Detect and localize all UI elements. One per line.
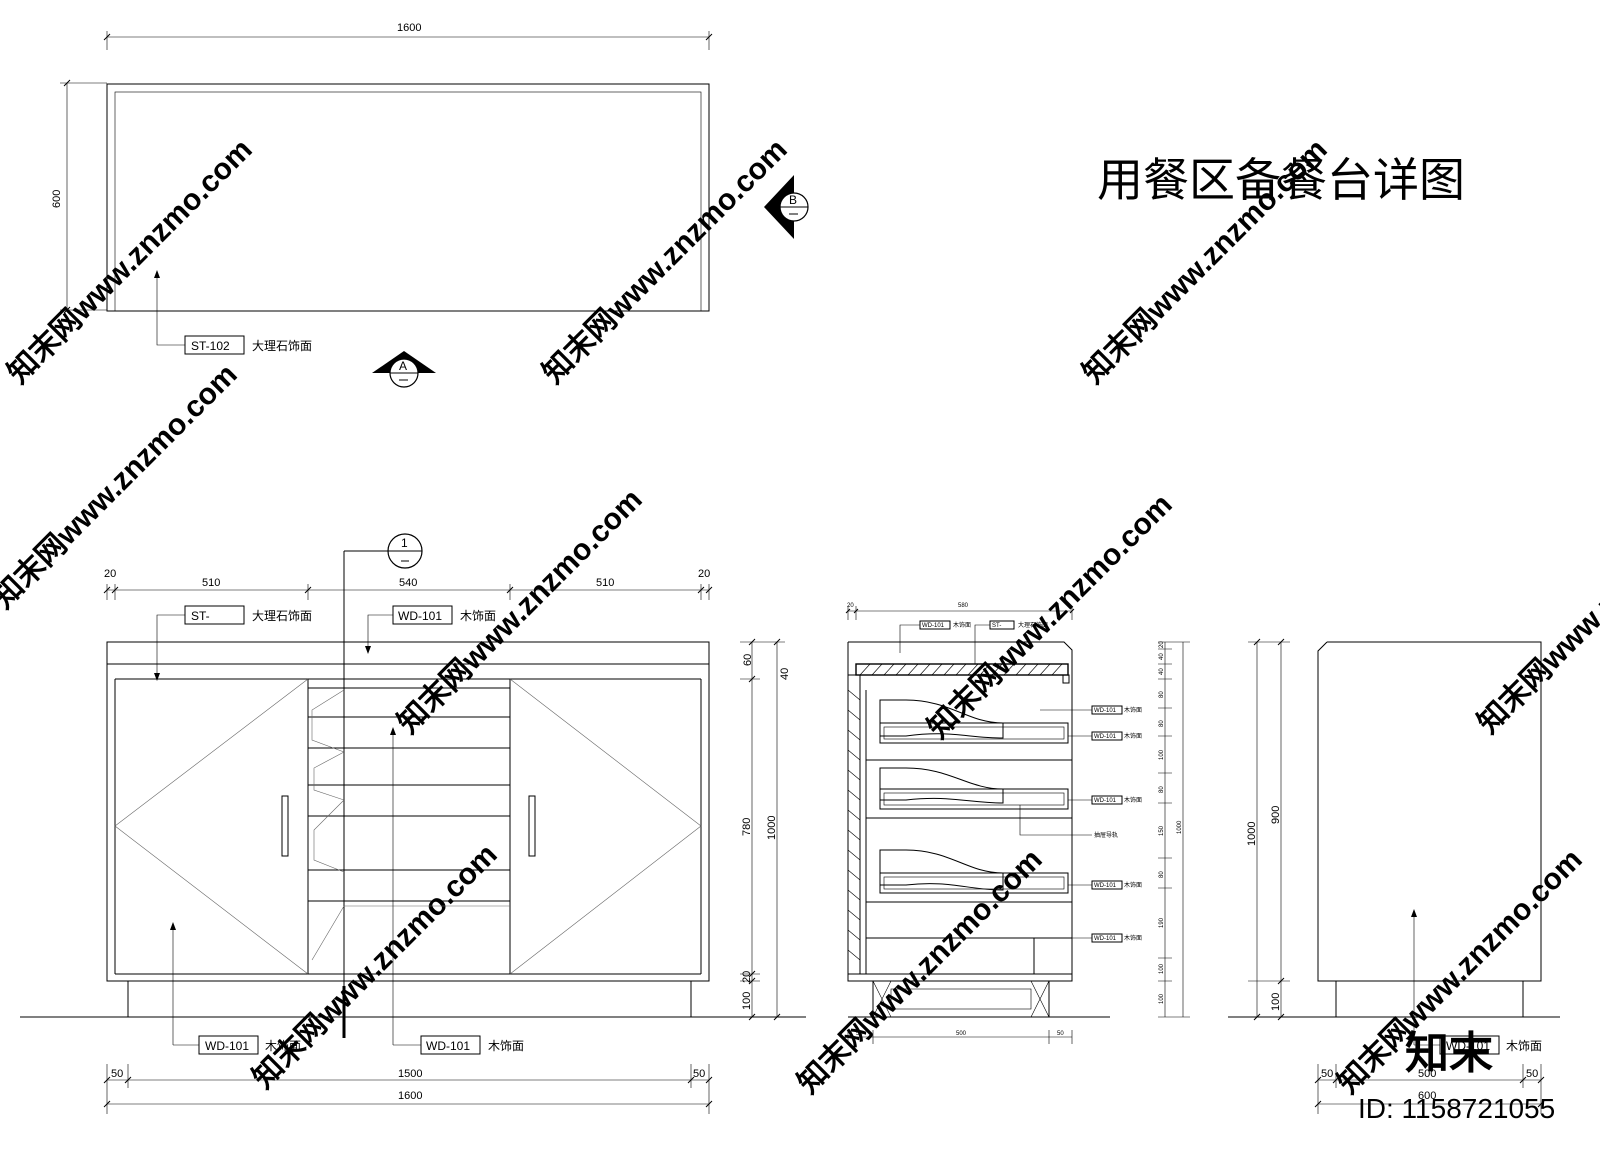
plan-depth-dim: 600 [51,190,63,208]
side-top-label-code: ST- [992,623,1001,629]
front-right-dim: 40 [779,668,791,680]
front-right-dim: 780 [741,818,753,836]
front-top-dim: 510 [202,577,220,589]
front-label-text: 木饰面 [265,1039,301,1053]
side-right-dim: 100 [1159,749,1165,760]
front-bottom-dim: 50 [693,1068,705,1080]
section-mark-b: B [764,175,809,239]
side-right-dim: 80 [1159,786,1165,793]
section-mark-1: 1 [342,533,423,1038]
side-right-label-code: WD-101 [1094,708,1117,714]
watermark-text: 知末网www.znzmo.com [922,488,1179,745]
side-right-label-text: 木饰面 [1124,881,1142,889]
watermark-text: 知末网www.znzmo.com [537,133,794,390]
right-door-handle[interactable] [528,795,536,857]
side-elevation-outline [1317,641,1542,982]
side-elev-bottom-dim: 500 [1418,1068,1436,1080]
side-right-dim: 40 [1159,668,1165,675]
side-right-dim: 1000 [1177,820,1183,834]
side-right-dim: 40 [1159,653,1165,660]
front-top-dim: 510 [596,577,614,589]
plan-material-code: ST-102 [191,339,230,353]
side-elev-bottom-dim: 600 [1418,1090,1436,1102]
side-elev-bottom-dim: 50 [1526,1068,1538,1080]
side-bottom-dim: 500 [956,1031,967,1037]
drawer-3[interactable] [866,849,1072,903]
side-right-dim: 80 [1159,720,1165,727]
front-right-dim: 60 [742,654,754,666]
section-mark-b-letter: B [789,193,797,207]
front-label-code: ST- [191,609,210,623]
drawer-rail-label: 抽屉导轨 [1094,831,1118,839]
side-section: 20 580 WD-101 木饰面 ST- 大理石饰面 [845,603,1190,1044]
front-bottom-dim: 1600 [398,1090,422,1102]
side-elev-label-text: 木饰面 [1506,1039,1542,1053]
watermark-text: 知末网www.znzmo.com [1472,483,1600,740]
side-bottom-dim: 50 [856,1031,863,1037]
side-top-label-text: 大理石饰面 [1018,621,1048,629]
watermark-text: 知末网www.znzmo.com [792,843,1049,1100]
side-right-dim: 190 [1159,917,1165,928]
side-right-label-code: WD-101 [1094,734,1117,740]
watermark-layer: 知末网www.znzmo.com 知末网www.znzmo.com 知末网www… [0,133,1600,1100]
front-right-dim: 20 [741,971,753,983]
front-label-text: 大理石饰面 [252,609,312,623]
front-label-text: 木饰面 [460,609,496,623]
front-label-code: WD-101 [205,1039,249,1053]
plan-material-text: 大理石饰面 [252,339,312,353]
front-label-code: WD-101 [398,609,442,623]
front-top-dim: 540 [399,577,417,589]
side-top-dim: 580 [958,603,969,609]
side-right-dim: 80 [1159,691,1165,698]
side-elev-label-code: WD-101 [1446,1039,1490,1053]
plan-width-dim: 1600 [397,22,421,34]
front-label-code: WD-101 [426,1039,470,1053]
left-door-handle[interactable] [281,795,289,857]
side-right-label-code: WD-101 [1094,883,1117,889]
side-top-dim: 20 [847,603,854,609]
cabinet-outline [106,641,710,982]
front-right-dim: 1000 [766,816,778,840]
front-top-dim: 20 [104,568,116,580]
side-elev-dim: 900 [1270,806,1282,824]
front-right-dim: 100 [741,992,753,1010]
side-bottom-dim: 50 [1057,1031,1064,1037]
section-mark-a: A [372,351,436,388]
side-right-dim: 100 [1159,993,1165,1004]
side-elev-bottom-dim: 50 [1321,1068,1333,1080]
side-right-label-text: 木饰面 [1124,796,1142,804]
side-right-label-code: WD-101 [1094,798,1117,804]
section-mark-1-number: 1 [401,536,408,550]
side-top-label-code: WD-101 [922,623,945,629]
side-right-label-text: 木饰面 [1124,732,1142,740]
side-top-label-text: 木饰面 [953,621,971,629]
brand-id: ID: 1158721055 [1358,1093,1555,1124]
front-bottom-dim: 50 [111,1068,123,1080]
side-elev-dim: 1000 [1246,822,1258,846]
drawing-title: 用餐区备餐台详图 [1097,154,1465,206]
side-elevation: 1000 900 100 WD-101 木饰面 50 500 50 600 [1228,638,1560,1114]
plan-view: 1600 600 ST-102 大理石饰面 A B [51,22,809,388]
front-bottom-dim: 1500 [398,1068,422,1080]
front-top-dim: 20 [698,568,710,580]
side-right-label-text: 木饰面 [1124,934,1142,942]
drawer-2[interactable] [866,767,1072,819]
front-label-text: 木饰面 [488,1039,524,1053]
front-elevation: 20 510 540 510 20 1 ST- 大理石饰面 WD-101 木饰面 [20,533,806,1114]
brand-watermark: 知末 [1405,1029,1493,1078]
side-right-dim: 80 [1159,871,1165,878]
side-right-dim: 150 [1159,825,1165,836]
plan-top-inner [114,91,702,312]
watermark-text: 知末网www.znzmo.com [247,838,504,1095]
side-right-label-code: WD-101 [1094,936,1117,942]
side-right-dim: 100 [1159,963,1165,974]
drawer-1[interactable] [866,699,1072,761]
side-right-dim: 20 [1159,641,1165,648]
side-elev-dim: 100 [1270,993,1282,1011]
side-right-label-text: 木饰面 [1124,706,1142,714]
section-mark-a-letter: A [399,359,407,373]
